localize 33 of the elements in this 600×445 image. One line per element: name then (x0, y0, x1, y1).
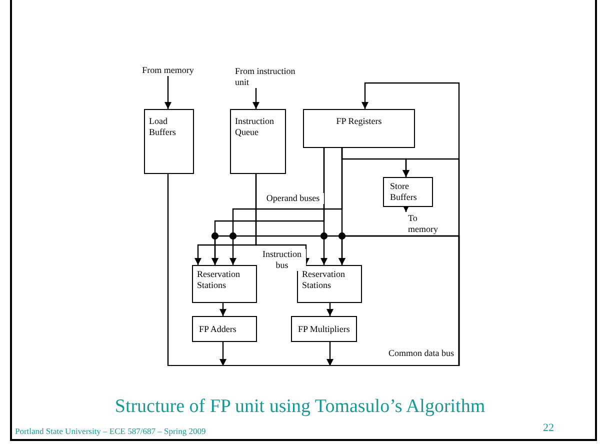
page-number: 22 (543, 422, 554, 434)
footer-text: Portland State University – ECE 587/687 – Spring 2009 (15, 426, 206, 436)
connector-arrow (326, 342, 334, 366)
connector-arrow (320, 148, 328, 265)
node-label: From memory (142, 65, 194, 76)
node-label: FP Multipliers (298, 324, 350, 335)
connector-arrow (252, 88, 260, 109)
process-box (230, 109, 286, 174)
process-box (291, 316, 357, 342)
connector-arrow (338, 235, 460, 366)
caption: Structure of FP unit using Tomasulo’s Algorithm (114, 396, 486, 417)
node-label: Store Buffers (390, 181, 418, 203)
connector-arrow (326, 303, 334, 316)
connector-arrow (220, 342, 226, 366)
connector-arrow (402, 205, 410, 212)
node-label: Load Buffers (149, 116, 177, 138)
process-box (192, 316, 257, 342)
process-box (383, 177, 433, 207)
node-label: From instruction unit (235, 66, 296, 88)
connector-arrow (255, 174, 310, 265)
process-box (144, 109, 194, 174)
node-label: Instruction Queue (235, 116, 275, 138)
connector-arrow (164, 76, 172, 109)
connector-arrow (220, 303, 226, 316)
node-label: Reservation Stations (197, 269, 241, 291)
register-box (303, 109, 415, 148)
process-box (192, 265, 257, 303)
node-label: Common data bus (388, 348, 454, 359)
node-label: FP Registers (336, 116, 382, 127)
process-box (297, 265, 362, 303)
node-label: To memory (408, 213, 439, 235)
node-label: FP Adders (199, 324, 236, 335)
node-label: Reservation Stations (302, 269, 346, 291)
